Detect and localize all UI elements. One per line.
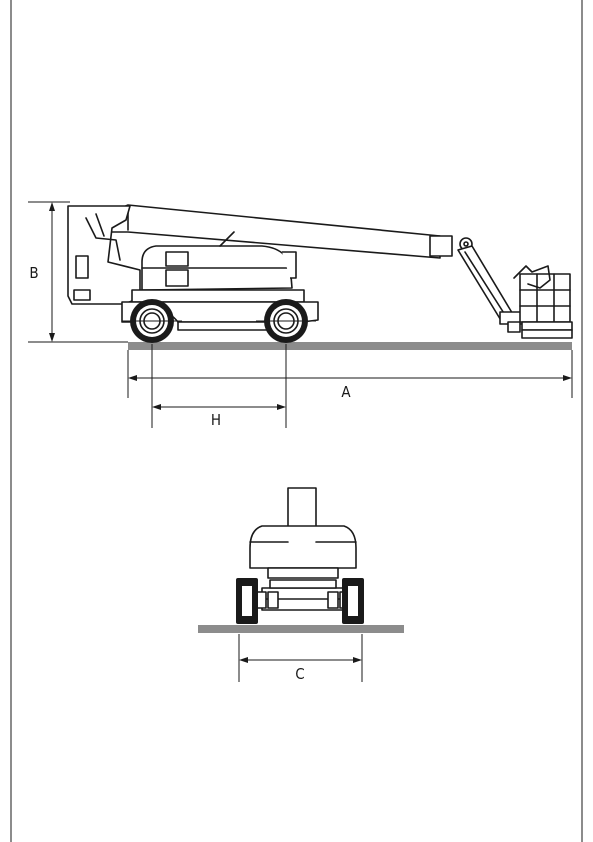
front-wheel: [122, 299, 182, 343]
front-view-machine: [198, 487, 404, 633]
turret-cab: [141, 231, 297, 291]
dimension-b-label: B: [29, 264, 38, 282]
front-right-wheel: [342, 578, 364, 624]
dimension-b: B: [28, 201, 128, 343]
counterweight-tower: [67, 205, 141, 305]
dimension-a-label: A: [341, 383, 351, 401]
dimension-a: A: [127, 350, 573, 401]
front-cab: [249, 525, 357, 569]
rear-wheel: [256, 299, 316, 343]
dimension-c: C: [238, 634, 363, 683]
dimension-c-label: C: [295, 665, 304, 683]
front-axle: [255, 579, 351, 611]
side-ground: [128, 342, 572, 350]
jib-arm: [457, 245, 527, 333]
front-ground: [198, 625, 404, 633]
dimension-h: H: [151, 344, 287, 429]
front-left-wheel: [236, 578, 258, 624]
work-basket: [513, 265, 573, 339]
page-frame: [10, 0, 583, 842]
side-view-machine: [67, 204, 573, 350]
dimension-h-label: H: [211, 411, 221, 429]
front-turret-base: [267, 567, 339, 579]
